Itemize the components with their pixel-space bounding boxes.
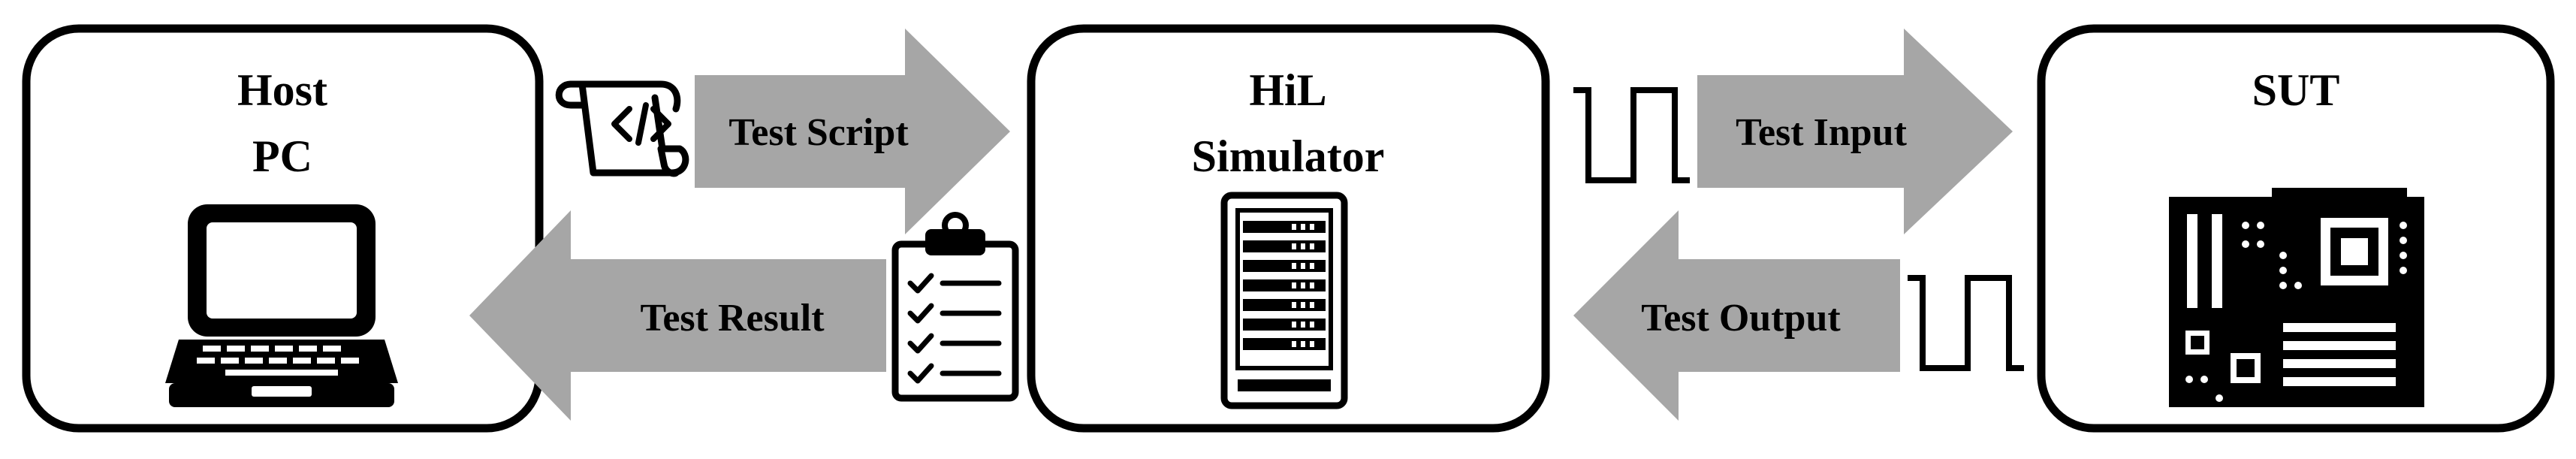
hil-simulator-title-line1: HiL (1249, 65, 1326, 115)
host-pc-block: Host PC (22, 24, 544, 433)
sut-block: SUT (2037, 24, 2555, 433)
host-pc-title-line2: PC (252, 131, 312, 181)
test-output-arrow: Test Output (1573, 210, 1900, 421)
test-output-label: Test Output (1641, 297, 1841, 340)
script-scroll-icon (555, 80, 689, 177)
laptop-icon (165, 204, 398, 407)
test-result-label: Test Result (640, 297, 825, 340)
motherboard-icon (2169, 188, 2424, 407)
test-input-label: Test Input (1736, 111, 1908, 154)
output-signal-pulse-icon (1908, 275, 2024, 371)
sut-title: SUT (2252, 65, 2340, 115)
server-rack-icon (1220, 192, 1348, 409)
test-result-arrow: Test Result (469, 210, 886, 421)
test-script-label: Test Script (728, 111, 909, 154)
host-pc-title-line1: Host (237, 65, 327, 115)
hil-simulator-block: HiL Simulator (1027, 24, 1550, 433)
hil-simulator-title-line2: Simulator (1192, 131, 1385, 181)
input-signal-pulse-icon (1573, 87, 1690, 183)
clipboard-checklist-icon (891, 212, 1019, 402)
test-script-arrow: Test Script (695, 29, 1010, 234)
test-input-arrow: Test Input (1697, 29, 2013, 234)
